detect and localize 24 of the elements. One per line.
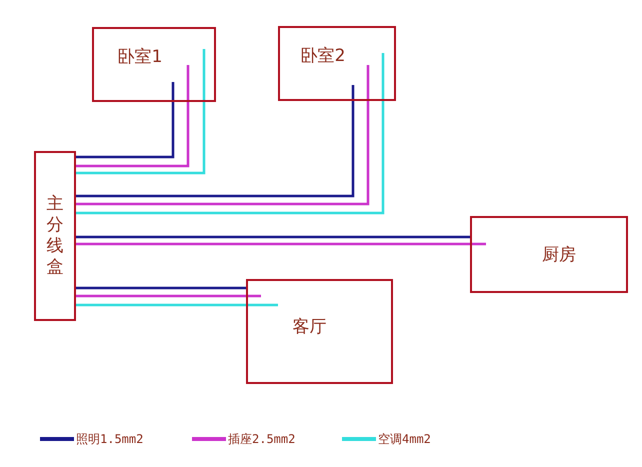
wire: [76, 65, 370, 206]
wire: [76, 242, 486, 246]
wire: [76, 85, 354, 198]
room-box: [246, 279, 393, 384]
wire: [76, 49, 206, 174]
room-label: 厨房: [542, 244, 576, 266]
room-label: 卧室1: [118, 46, 162, 68]
legend-label: 空调4mm2: [378, 430, 431, 448]
wire: [76, 286, 247, 290]
wire: [76, 82, 174, 158]
room-box: [92, 27, 216, 102]
wire: [76, 236, 470, 238]
junction-box: [34, 151, 76, 321]
room-box: [470, 216, 628, 293]
wire: [76, 294, 261, 298]
legend-label: 照明1.5mm2: [76, 430, 144, 448]
wire: [76, 53, 384, 214]
box-label: 主分线盒: [46, 194, 64, 278]
wire: [76, 65, 190, 168]
room-label: 客厅: [292, 316, 326, 338]
wire: [76, 304, 278, 306]
room-box: [278, 26, 396, 101]
legend-label: 插座2.5mm2: [228, 430, 296, 448]
room-label: 卧室2: [300, 45, 346, 67]
